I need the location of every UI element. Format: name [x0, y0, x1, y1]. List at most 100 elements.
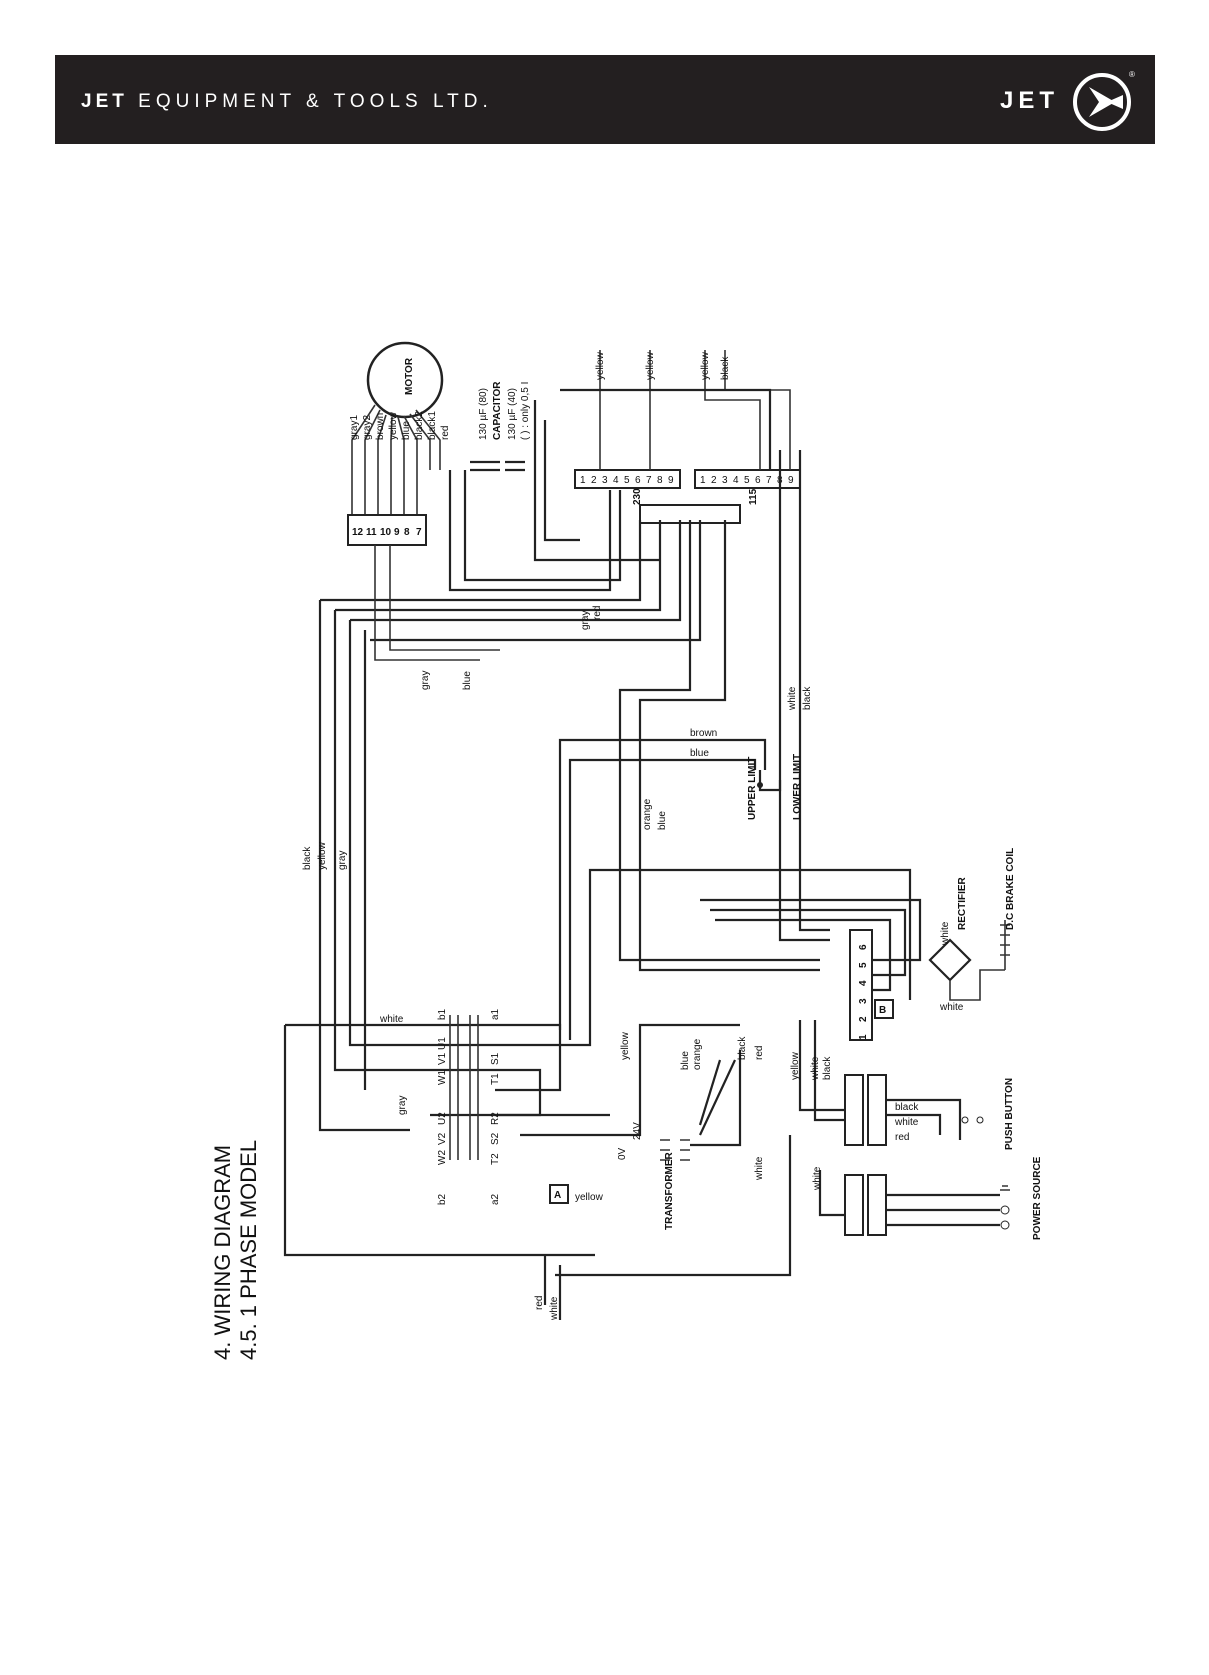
motor-terminal-block: 12 11 10 9 8 7: [347, 514, 427, 546]
dc-brake-coil-label: D.C BRAKE COIL: [1005, 848, 1016, 930]
trunk-wires: gray blue gray red white black black yel…: [302, 388, 830, 1132]
registered-mark: ®: [1129, 70, 1135, 79]
push-button-terminals: PUSH BUTTON yellow white black black whi…: [790, 1020, 1015, 1150]
ct-W1: W1: [437, 1070, 448, 1085]
pb-wire-white: white: [810, 1056, 821, 1081]
sw-b-2: 2: [711, 475, 717, 486]
ct-a2: a2: [490, 1193, 501, 1205]
bottom-wire-red: red: [534, 1296, 545, 1310]
fuse-a-tag: A: [554, 1190, 561, 1201]
terminal-11: 11: [366, 527, 377, 538]
sw-a-8: 8: [657, 475, 663, 486]
terminal-12: 12: [352, 527, 364, 538]
capacitor: CAPACITOR 130 µF (80) 130 µF (40) ( ) : …: [470, 381, 531, 472]
wire-label-gray1: gray1: [349, 415, 360, 440]
sw-a-3: 3: [602, 475, 608, 486]
wire-blue-limit-2: blue: [657, 811, 668, 830]
wire-yellow-c: yellow: [700, 351, 711, 380]
ct-S1: S1: [490, 1052, 501, 1065]
ps-wire-white: white: [812, 1166, 823, 1191]
tr-wire-yellow: yellow: [620, 1031, 631, 1060]
motor-terminals: 12 11 10 9 8 7: [352, 527, 422, 538]
wire-label-gray2: gray2: [362, 415, 373, 440]
sw-b-6: 6: [755, 475, 761, 486]
wire-blue-label: blue: [462, 671, 473, 690]
sw-b-3: 3: [722, 475, 728, 486]
contact-pairs: [449, 1015, 479, 1160]
brake-t5: 5: [858, 962, 869, 968]
sw-a-2: 2: [591, 475, 597, 486]
fuse-b-tag: B: [879, 1005, 886, 1016]
transformer-0v: 0V: [617, 1147, 628, 1160]
brake-terminal-block: 1 2 3 4 5 6 B: [700, 898, 922, 1041]
capacitor-start-value: 130 µF (40): [507, 388, 518, 440]
pb-wire-yellow: yellow: [790, 1051, 801, 1080]
lower-limit-label: LOWER LIMIT: [792, 754, 803, 820]
wire-gray-contactor: gray: [397, 1096, 408, 1115]
company-name: JET EQUIPMENT & TOOLS LTD.: [81, 91, 493, 113]
voltage-230-label: 230: [632, 488, 643, 505]
transformer-24v: 24V: [632, 1122, 643, 1140]
brake-t3: 3: [858, 998, 869, 1004]
capacitor-label: CAPACITOR: [492, 381, 503, 440]
contactor-terminal-labels: b1 a1 U1 V1 W1 S1 T1 U2 V2 W2 R2 S2 T2 a…: [437, 1008, 501, 1205]
page-header-bar: JET EQUIPMENT & TOOLS LTD. JET ®: [55, 55, 1155, 144]
wire-brown-limit: brown: [690, 728, 717, 739]
terminal-8: 8: [404, 527, 410, 538]
ct-T2: T2: [490, 1153, 501, 1165]
ct-W2: W2: [437, 1150, 448, 1165]
capacitor-note: ( ) : only 0,5 I: [520, 382, 531, 440]
ct-R2: R2: [490, 1112, 501, 1125]
ct-V1: V1: [437, 1052, 448, 1065]
sw-a-7: 7: [646, 475, 652, 486]
terminal-10: 10: [380, 527, 392, 538]
limit-switches: UPPER LIMIT LOWER LIMIT brown blue orang…: [558, 728, 803, 1040]
switch-top-wires: yellow yellow yellow black: [595, 350, 791, 470]
tr-wire-orange: orange: [692, 1038, 703, 1070]
upper-limit-label: UPPER LIMIT: [747, 757, 758, 820]
sw-a-5: 5: [624, 475, 630, 486]
terminal-9: 9: [394, 527, 400, 538]
wire-orange-limit: orange: [642, 798, 653, 830]
motor: MOTOR: [366, 341, 444, 419]
power-source-label: POWER SOURCE: [1032, 1156, 1043, 1240]
sw-a-6: 6: [635, 475, 641, 486]
wire-white-rect: white: [940, 921, 951, 946]
tr-wire-black: black: [737, 1036, 748, 1060]
wire-yellow-b: yellow: [645, 351, 656, 380]
bottom-wire-white: white: [549, 1296, 560, 1321]
sw-b-1: 1: [700, 475, 706, 486]
transformer: TRANSFORMER 0V 24V blue orange black red…: [617, 1031, 765, 1230]
ct-U2: U2: [437, 1112, 448, 1125]
tr-wire-blue: blue: [680, 1051, 691, 1070]
wire-label-black1: black1: [427, 411, 438, 440]
wire-label-red: red: [440, 426, 451, 440]
ct-S2: S2: [490, 1132, 501, 1145]
ct-a1: a1: [490, 1008, 501, 1020]
wire-gray-trunk: gray: [337, 851, 348, 870]
pb-wire-red: red: [895, 1132, 909, 1143]
pb-wire-black: black: [822, 1056, 833, 1080]
wire-label-yellow: yellow: [388, 411, 399, 440]
wire-red-label: red: [592, 606, 603, 620]
ct-V2: V2: [437, 1132, 448, 1145]
brand-bold: JET: [81, 91, 128, 112]
tr-wire-white: white: [754, 1156, 765, 1181]
pb-wire-black-2: black: [895, 1102, 919, 1113]
wire-blue-limit: blue: [690, 748, 709, 759]
wire-black-label: black: [802, 686, 813, 710]
bottom-leads: red white: [534, 1255, 562, 1321]
push-button-label: PUSH BUTTON: [1004, 1078, 1015, 1150]
sw-b-9: 9: [788, 475, 794, 486]
contactor-block: b1 a1 U1 V1 W1 S1 T1 U2 V2 W2 R2 S2 T2 a…: [283, 868, 912, 1257]
ct-U1: U1: [437, 1037, 448, 1050]
wire-yellow-a: yellow: [595, 351, 606, 380]
logo-wordmark: JET: [999, 87, 1059, 114]
wire-white-rect-2: white: [939, 1002, 964, 1013]
brake-t6: 6: [858, 944, 869, 950]
wire-label-brown: brown: [375, 413, 386, 440]
brand-rest: EQUIPMENT & TOOLS LTD.: [138, 91, 493, 112]
brake-t1: 1: [858, 1034, 869, 1040]
wire-gray-label: gray: [420, 671, 431, 690]
